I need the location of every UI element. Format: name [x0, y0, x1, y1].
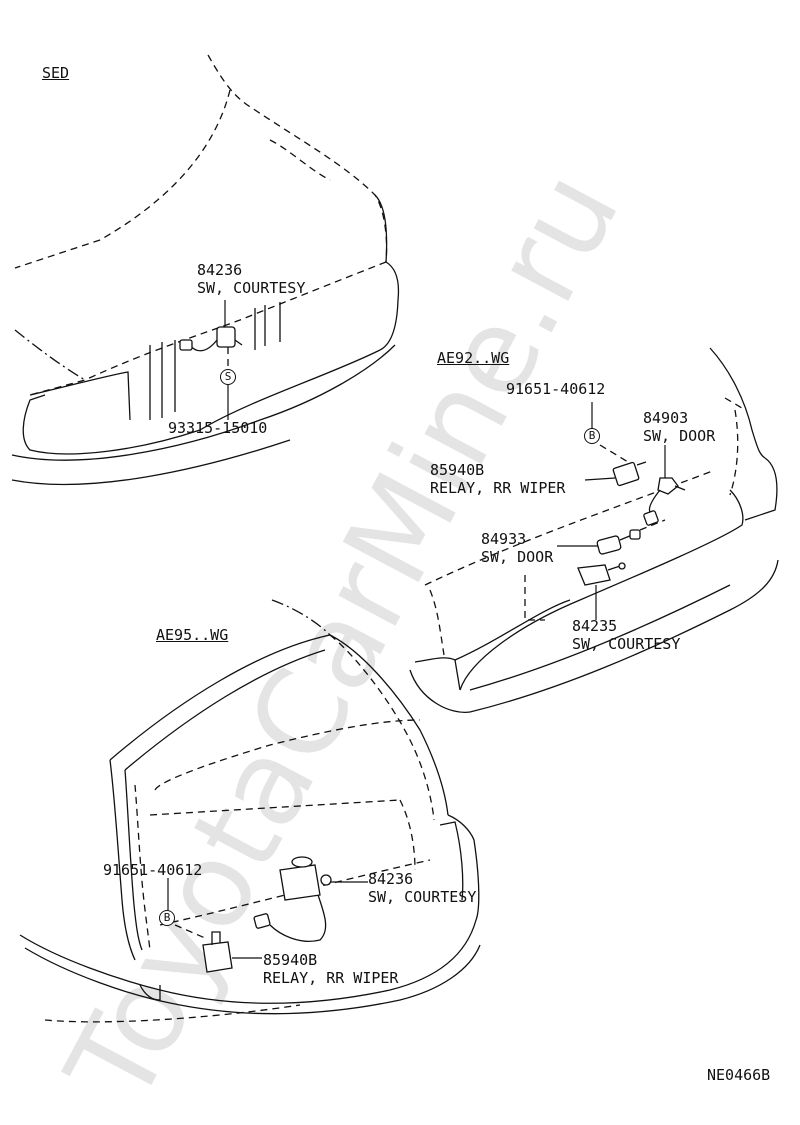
ae95-courtesy-part-number: 84236 — [368, 870, 414, 888]
sed-section-title: SED — [42, 64, 70, 82]
sed-courtesy-switch-part — [179, 300, 243, 420]
ae92-door-switch-1-part-number: 84903 — [643, 409, 689, 427]
sed-courtesy-part-name: SW, COURTESY — [197, 279, 306, 297]
ae92-courtesy-switch-part — [577, 562, 626, 620]
ae95-relay-part-name: RELAY, RR WIPER — [263, 969, 399, 987]
ae95-courtesy-part-name: SW, COURTESY — [368, 888, 477, 906]
ae92-door-switch-84933-part — [557, 519, 666, 555]
ae95-section-title: AE95..WG — [156, 626, 229, 644]
sed-courtesy-part-number: 84236 — [197, 261, 243, 279]
ae95-relay-part — [174, 924, 262, 973]
figure-code: NE0466B — [707, 1066, 771, 1084]
ae95-relay-part-number: 85940B — [263, 951, 318, 969]
sed-body-outline — [11, 54, 400, 486]
ae92-relay-part — [584, 444, 647, 487]
ae95-body-outline — [19, 599, 481, 1023]
ae92-section-title: AE92..WG — [437, 349, 510, 367]
sed-screw-mark-s: S — [220, 369, 236, 385]
ae92-bolt-mark-b: B — [584, 428, 600, 444]
ae92-relay-part-number: 85940B — [430, 461, 485, 479]
ae92-bolt-part-number: 91651-40612 — [506, 380, 606, 398]
ae92-courtesy-part-number: 84235 — [572, 617, 618, 635]
ae92-courtesy-part-name: SW, COURTESY — [572, 635, 681, 653]
ae92-door-switch-2-part-name: SW, DOOR — [481, 548, 554, 566]
ae92-relay-part-name: RELAY, RR WIPER — [430, 479, 566, 497]
ae92-door-switch-84903-part — [643, 445, 686, 526]
ae95-bolt-part-number: 91651-40612 — [103, 861, 203, 879]
ae95-bolt-mark-b: B — [159, 910, 175, 926]
sed-screw-part-number: 93315-15010 — [168, 419, 268, 437]
ae92-door-switch-2-part-number: 84933 — [481, 530, 527, 548]
ae92-door-switch-1-part-name: SW, DOOR — [643, 427, 716, 445]
ae95-courtesy-switch-part — [253, 856, 368, 942]
ae92-body-outline — [409, 347, 779, 714]
